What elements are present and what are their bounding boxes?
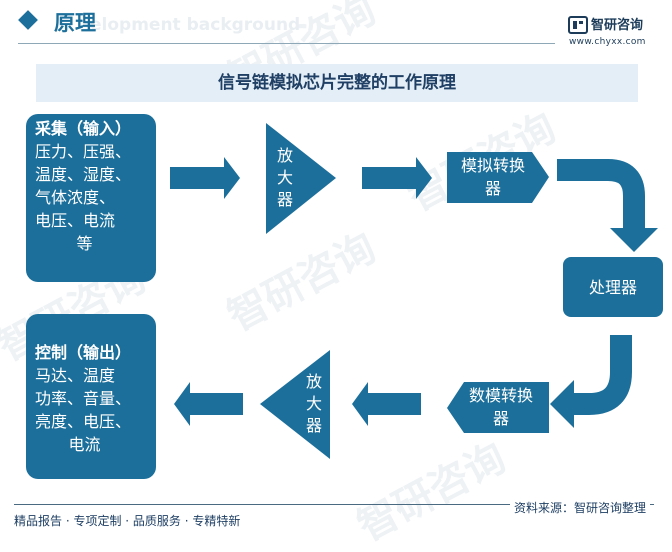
output-box: 控制（输出） 马达、温度 功率、音量、 亮度、电压、 电流	[26, 314, 156, 479]
brand-logo-icon	[568, 16, 588, 34]
dac-chevron	[447, 382, 549, 433]
source-note: 资料来源：智研咨询整理	[510, 499, 651, 516]
flow-connectors	[170, 123, 658, 459]
output-heading: 控制（输出）	[35, 343, 132, 362]
arrow-curve-left-icon	[572, 335, 632, 415]
amplifier-top-label: 放 大 器	[276, 146, 293, 209]
amplifier-bottom-label: 放 大 器	[305, 372, 322, 435]
processor-label: 处理器	[588, 277, 637, 297]
diagram-title-bar: 信号链模拟芯片完整的工作原理	[36, 64, 638, 102]
footer-divider	[14, 504, 654, 505]
brand-name: 智研咨询	[591, 18, 644, 33]
output-items-tail: 电流	[68, 435, 101, 454]
diagram-title: 信号链模拟芯片完整的工作原理	[218, 73, 456, 93]
brand-url: www.chyxx.com	[569, 37, 646, 47]
input-heading: 采集（输入）	[35, 119, 132, 138]
page-title: 原理	[54, 11, 96, 35]
arrow-right-icon	[362, 157, 432, 199]
arrowhead-down-icon	[610, 228, 658, 252]
adc-label: 模拟转换器	[460, 156, 525, 198]
header-watermark: elopment background	[90, 15, 301, 35]
input-box: 采集（输入） 压力、压强、 温度、湿度、 气体浓度、 电压、电流 等	[26, 114, 156, 282]
dac-node: 数模转换器	[447, 382, 549, 433]
arrowhead-left-icon	[550, 380, 574, 428]
input-items: 压力、压强、 温度、湿度、 气体浓度、 电压、电流	[35, 142, 132, 230]
output-items: 马达、温度 功率、音量、 亮度、电压、	[35, 366, 132, 431]
adc-chevron	[447, 152, 549, 203]
arrow-right-icon	[170, 157, 240, 199]
arrow-left-icon	[352, 382, 421, 426]
adc-node: 模拟转换器	[447, 152, 549, 203]
input-items-tail: 等	[76, 234, 93, 253]
footer-slogan: 精品报告 · 专项定制 · 品质服务 · 专精特新	[14, 514, 241, 528]
arrow-left-icon	[174, 382, 243, 426]
header-divider	[18, 43, 555, 44]
amplifier-top-triangle	[266, 123, 336, 234]
processor-box: 处理器	[563, 257, 663, 317]
dac-label: 数模转换器	[468, 386, 533, 428]
amplifier-bottom-triangle	[260, 350, 330, 459]
arrow-curve-down-icon	[557, 159, 645, 229]
